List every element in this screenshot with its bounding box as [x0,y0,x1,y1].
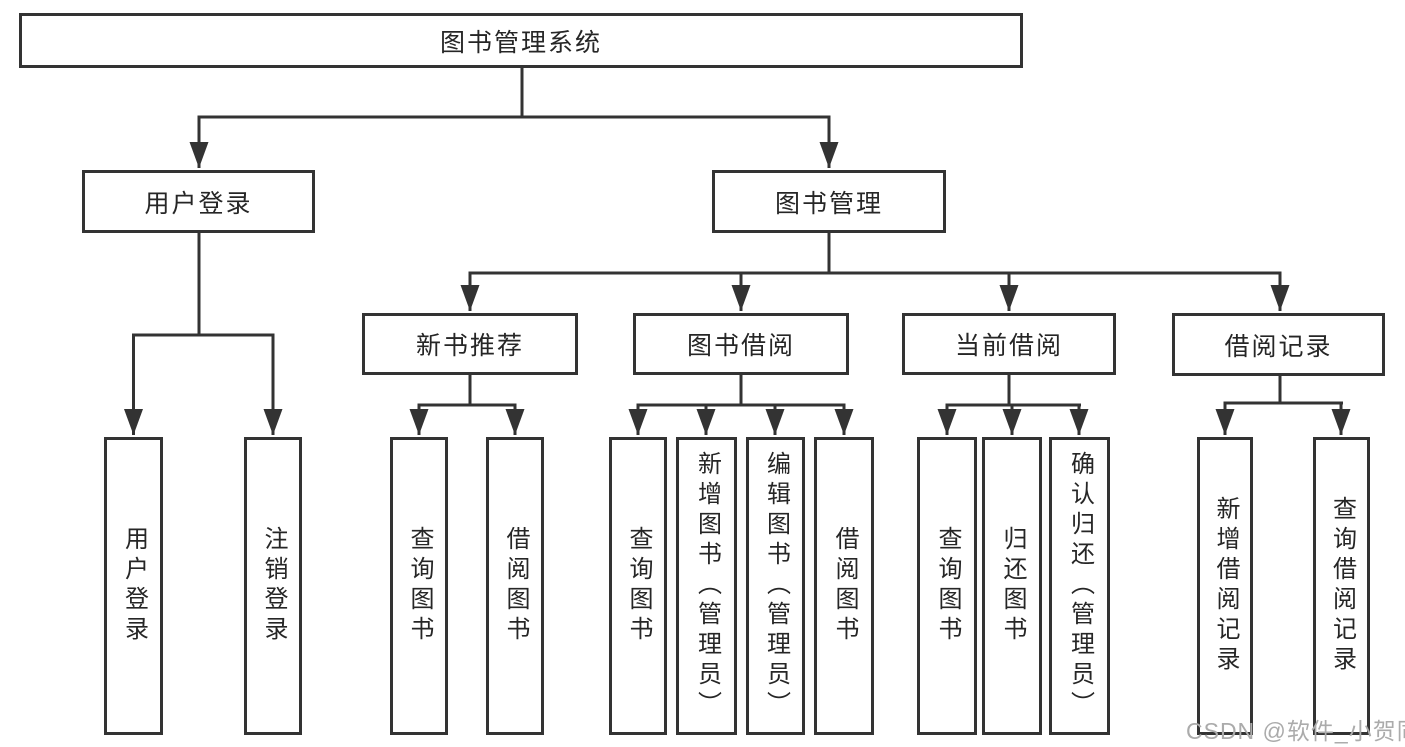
node-new-book-recommend: 新书推荐 [362,313,578,375]
node-label: 新书推荐 [415,332,524,360]
node-library-system: 图书管理系统 [19,13,1023,68]
leaf-user-login: 用户登录 [104,437,163,735]
node-book-management: 图书管理 [712,170,946,233]
leaf-query-books-current: 查询图书 [917,437,977,735]
leaf-label: 新增借阅记录 [1212,496,1239,676]
leaf-label: 编辑图书（管理员） [762,451,790,721]
leaf-label: 确认归还（管理员） [1066,451,1094,721]
leaf-label: 注销登录 [260,526,287,646]
leaf-label: 新增图书（管理员） [693,451,721,721]
node-label: 图书管理 [774,189,883,218]
leaf-label: 查询借阅记录 [1328,496,1356,676]
leaf-borrow-books-recommend: 借阅图书 [486,437,544,735]
leaf-return-books: 归还图书 [982,437,1042,735]
node-borrow-records: 借阅记录 [1172,313,1385,376]
leaf-confirm-return-admin: 确认归还（管理员） [1049,437,1110,735]
leaf-query-books-recommend: 查询图书 [390,437,448,735]
node-book-borrowing: 图书借阅 [633,313,849,375]
node-label: 图书管理系统 [439,28,602,57]
leaf-label: 查询图书 [406,526,433,646]
leaf-label: 借阅图书 [831,526,858,646]
node-current-borrowing: 当前借阅 [902,313,1116,375]
node-user-login: 用户登录 [82,170,315,233]
node-label: 借阅记录 [1224,332,1333,361]
connector-group [124,68,1351,435]
leaf-add-borrow-record: 新增借阅记录 [1197,437,1253,735]
leaf-label: 归还图书 [999,526,1026,646]
leaf-label: 用户登录 [120,526,148,646]
leaf-label: 借阅图书 [502,526,529,646]
leaf-edit-books-admin: 编辑图书（管理员） [746,437,805,735]
leaf-label: 查询图书 [934,526,961,646]
leaf-query-borrow-record: 查询借阅记录 [1313,437,1370,735]
leaf-label: 查询图书 [625,526,652,646]
watermark: CSDN @软件_小贺同学 [1186,718,1405,744]
leaf-logout: 注销登录 [244,437,302,735]
node-label: 图书借阅 [686,332,795,360]
node-label: 用户登录 [144,189,253,218]
leaf-query-books-borrowing: 查询图书 [609,437,667,735]
leaf-borrow-books: 借阅图书 [814,437,874,735]
node-label: 当前借阅 [954,332,1063,360]
leaf-add-books-admin: 新增图书（管理员） [676,437,737,735]
